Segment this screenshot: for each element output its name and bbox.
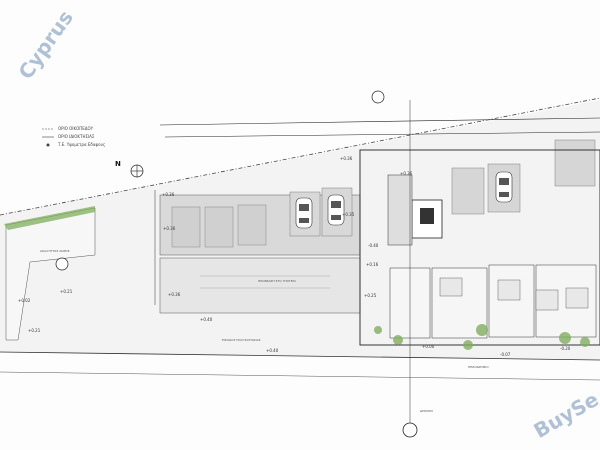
driveway — [159, 257, 361, 314]
legend-item: ΟΡΙΟ ΙΔΙΟΚΤΗΣΙΑΣ — [58, 134, 95, 139]
parking-bay-3 — [237, 204, 267, 246]
level-marker: +0.35 — [342, 212, 355, 217]
sidewalk-edge — [0, 351, 600, 361]
parking-bay-1 — [171, 206, 201, 248]
bedroom-block-2 — [535, 289, 559, 311]
dimension-line-mid — [164, 131, 600, 138]
watermark-top-left: Cyprus — [13, 6, 77, 84]
apartment-3 — [488, 264, 535, 338]
bedroom-block-1 — [497, 279, 521, 301]
tree-icon — [559, 332, 571, 344]
tree-icon — [393, 335, 403, 345]
legend: ΟΡΙΟ ΟΙΚΟΠΕΔΟΥ ΟΡΙΟ ΙΔΙΟΚΤΗΣΙΑΣ Τ.Ε. Υψο… — [42, 126, 105, 147]
building-footprint — [359, 149, 600, 346]
level-marker: +0.40 — [266, 348, 279, 353]
parking-bay-8 — [554, 139, 596, 187]
section-marker-icon — [402, 422, 418, 438]
dimension-line-top — [159, 117, 600, 126]
stair-block — [387, 174, 413, 246]
watermark-bottom-right: BuySe — [530, 387, 600, 443]
car-icon — [327, 194, 345, 226]
level-marker: -0.20 — [560, 346, 571, 351]
legend-item: Τ.Ε. Υψομετρα Εδαφους — [57, 142, 105, 147]
plot-boundary-line — [0, 97, 600, 216]
car-icon — [295, 197, 313, 229]
tree-icon — [463, 340, 473, 350]
lift-shaft — [420, 208, 434, 224]
level-marker: +0.21 — [60, 289, 73, 294]
car-icon — [495, 171, 513, 203]
north-arrow-icon — [130, 164, 144, 178]
tree-icon — [374, 326, 382, 334]
bedroom-block-3 — [565, 287, 589, 309]
area-label-road: ΠΕΖΟΔΡΟΜΙΟ — [468, 365, 489, 369]
tree-icon — [580, 337, 590, 347]
level-marker: +0.40 — [200, 317, 213, 322]
parking-bay-6 — [451, 167, 485, 215]
level-marker: +0.25 — [364, 293, 377, 298]
level-marker: +0.36 — [162, 192, 175, 197]
area-label-driveway: ΠΡΟΣΒΑΣΗ ΣΤΟ ΥΠΟΓΕΙΟ — [258, 279, 296, 283]
area-label-street: ΔΡΟΜΟΣ — [420, 409, 433, 413]
section-marker-icon — [371, 90, 385, 104]
area-label-entrance: ΕΙΣΟΔΟΣ ΠΟΛΥΚΑΤΟΙΚΙΑΣ — [222, 338, 261, 342]
section-marker-icon — [55, 257, 69, 271]
level-marker: +0.36 — [400, 171, 413, 176]
level-marker: +0.36 — [163, 226, 176, 231]
level-marker: -0.07 — [500, 352, 511, 357]
bedroom-block-4 — [439, 277, 463, 297]
parking-bay-2 — [204, 206, 234, 248]
north-label: N — [115, 160, 121, 168]
hedge-strip — [4, 206, 95, 230]
level-marker: +0.21 — [28, 328, 41, 333]
level-marker: +0.36 — [168, 292, 181, 297]
level-marker: +0.16 — [366, 262, 379, 267]
level-marker: -0.40 — [368, 243, 379, 248]
legend-item: ΟΡΙΟ ΟΙΚΟΠΕΔΟΥ — [58, 126, 94, 131]
level-marker: +0.02 — [18, 298, 31, 303]
level-marker: +0.36 — [340, 156, 353, 161]
road-edge — [0, 371, 600, 381]
level-marker: +0.00 — [422, 344, 435, 349]
area-label-left-garden: ΑΚΑΛΥΠΤΟΣ ΧΩΡΟΣ — [40, 249, 70, 253]
tree-icon — [476, 324, 488, 336]
